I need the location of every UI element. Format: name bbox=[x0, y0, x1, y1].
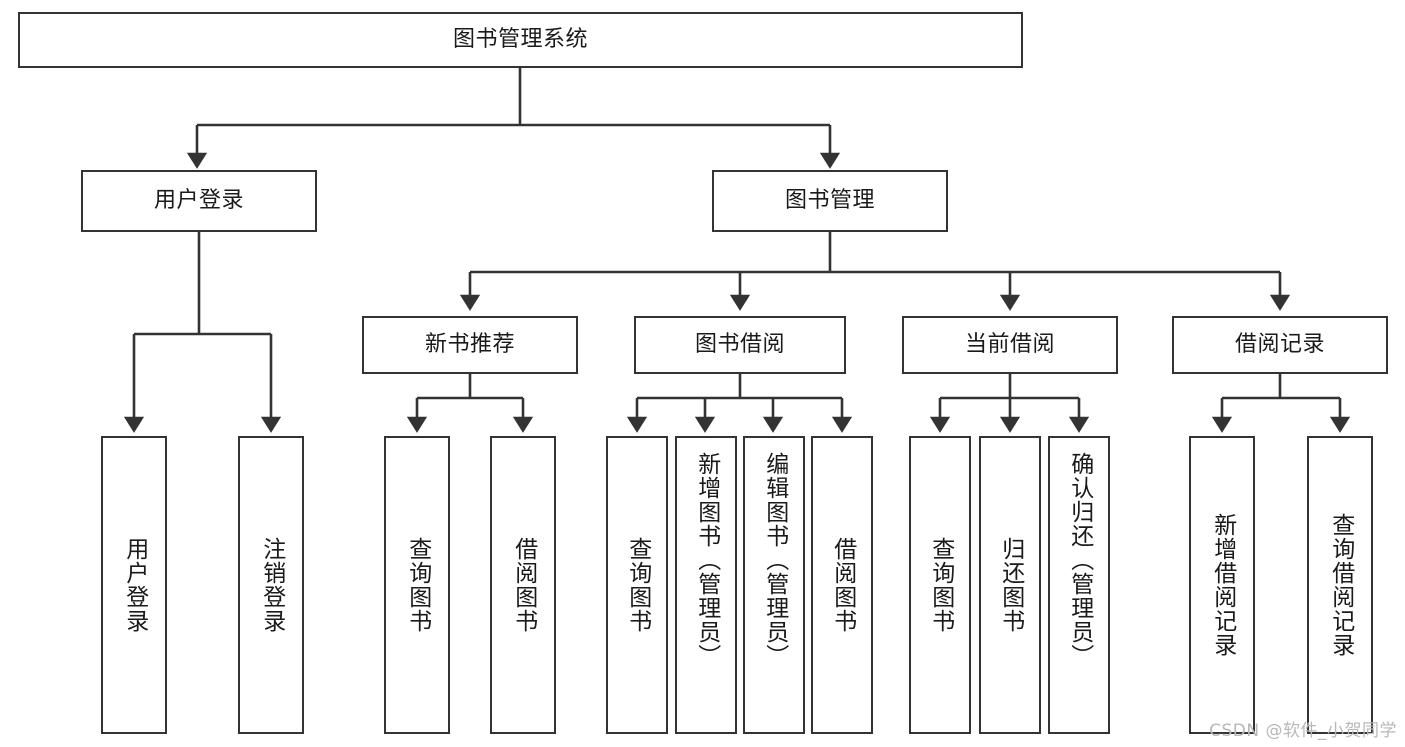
node-book-borrow[interactable]: 图书借阅 bbox=[634, 316, 846, 374]
leaf-borrow-add-book-label: 新增图书（管理员） bbox=[693, 452, 720, 668]
leaf-records-add-label: 新增借阅记录 bbox=[1209, 513, 1236, 657]
node-borrow-records-label: 借阅记录 bbox=[1234, 332, 1325, 358]
leaf-current-query-label: 查询图书 bbox=[927, 537, 954, 633]
node-user-login[interactable]: 用户登录 bbox=[81, 170, 317, 232]
leaf-borrow-borrow-book-label: 借阅图书 bbox=[829, 537, 856, 633]
node-new-book-recommend-label: 新书推荐 bbox=[424, 332, 515, 358]
node-current-borrow[interactable]: 当前借阅 bbox=[902, 316, 1118, 374]
node-book-management-label: 图书管理 bbox=[784, 188, 875, 214]
leaf-user-login-signout-label: 注销登录 bbox=[258, 537, 285, 633]
node-book-management[interactable]: 图书管理 bbox=[712, 170, 948, 232]
leaf-records-query[interactable]: 查询借阅记录 bbox=[1307, 436, 1373, 734]
node-new-book-recommend[interactable]: 新书推荐 bbox=[362, 316, 578, 374]
leaf-user-login-signin-label: 用户登录 bbox=[121, 537, 148, 633]
leaf-borrow-add-book[interactable]: 新增图书（管理员） bbox=[675, 436, 737, 734]
leaf-current-return[interactable]: 归还图书 bbox=[979, 436, 1041, 734]
leaf-new-books-query-label: 查询图书 bbox=[404, 537, 431, 633]
leaf-borrow-query[interactable]: 查询图书 bbox=[606, 436, 668, 734]
node-book-borrow-label: 图书借阅 bbox=[694, 332, 785, 358]
leaf-current-return-label: 归还图书 bbox=[997, 537, 1024, 633]
leaf-new-books-borrow[interactable]: 借阅图书 bbox=[490, 436, 556, 734]
leaf-user-login-signout[interactable]: 注销登录 bbox=[238, 436, 304, 734]
leaf-records-add[interactable]: 新增借阅记录 bbox=[1189, 436, 1255, 734]
node-root-label: 图书管理系统 bbox=[452, 27, 588, 53]
node-current-borrow-label: 当前借阅 bbox=[964, 332, 1055, 358]
leaf-records-query-label: 查询借阅记录 bbox=[1327, 513, 1354, 657]
leaf-borrow-edit-book[interactable]: 编辑图书（管理员） bbox=[743, 436, 805, 734]
leaf-current-confirm-return-label: 确认归还（管理员） bbox=[1066, 452, 1093, 668]
node-root[interactable]: 图书管理系统 bbox=[18, 12, 1023, 68]
leaf-current-confirm-return[interactable]: 确认归还（管理员） bbox=[1048, 436, 1110, 734]
leaf-borrow-edit-book-label: 编辑图书（管理员） bbox=[761, 452, 788, 668]
leaf-current-query[interactable]: 查询图书 bbox=[909, 436, 971, 734]
leaf-new-books-query[interactable]: 查询图书 bbox=[384, 436, 450, 734]
leaf-new-books-borrow-label: 借阅图书 bbox=[510, 537, 537, 633]
leaf-borrow-query-label: 查询图书 bbox=[624, 537, 651, 633]
leaf-borrow-borrow-book[interactable]: 借阅图书 bbox=[811, 436, 873, 734]
node-borrow-records[interactable]: 借阅记录 bbox=[1172, 316, 1388, 374]
leaf-user-login-signin[interactable]: 用户登录 bbox=[101, 436, 167, 734]
node-user-login-label: 用户登录 bbox=[153, 188, 244, 214]
